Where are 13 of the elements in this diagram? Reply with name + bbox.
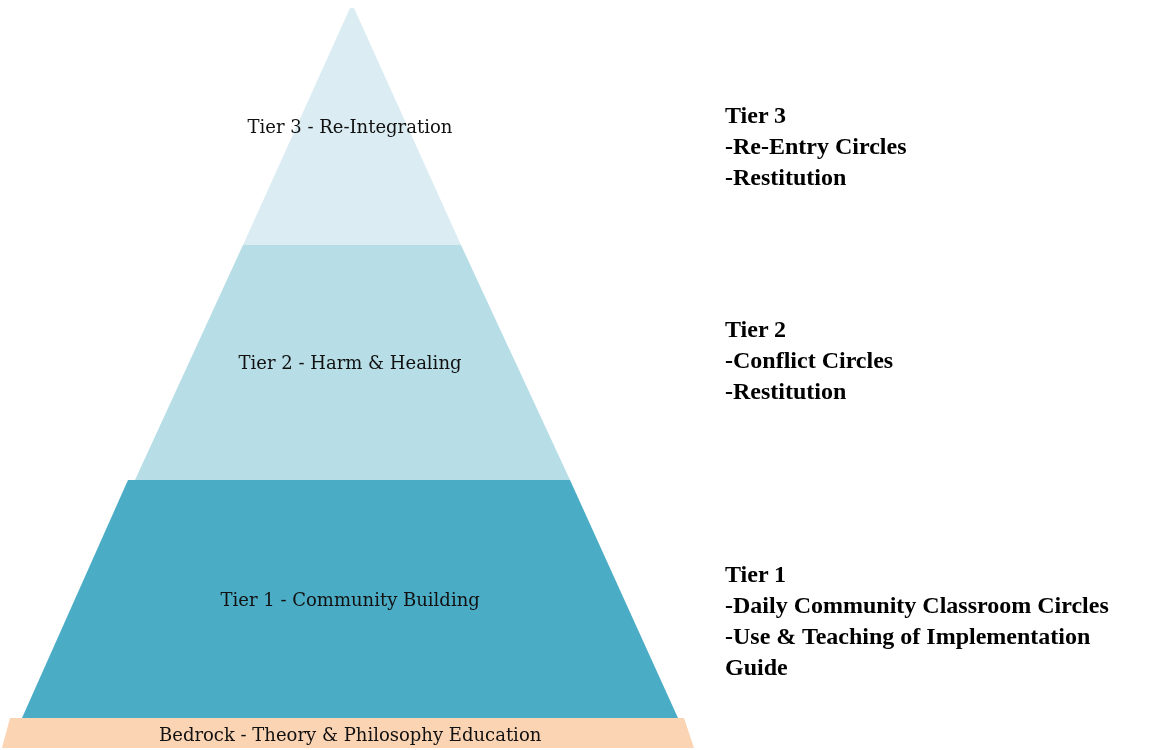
tier-heading: Tier 2 [725,315,788,344]
tier-label: Tier 3 - Re-Integration [247,116,453,137]
tier-label: Tier 1 - Community Building [220,588,480,610]
tier-item: -Conflict Circles [725,346,895,375]
tier-heading: Tier 3 [725,101,788,130]
tier-item: -Use & Teaching of Implementation Guide [725,622,1092,682]
tier-item: -Daily Community Classroom Circles [725,591,1110,620]
tier-label: Tier 2 - Harm & Healing [238,352,462,373]
tier-item: -Re-Entry Circles [725,132,908,161]
tier-heading: Tier 1 [725,560,788,589]
tier-label: Bedrock - Theory & Philosophy Education [159,724,542,745]
tier-item: -Restitution [725,163,848,192]
tier-item: -Restitution [725,377,848,406]
